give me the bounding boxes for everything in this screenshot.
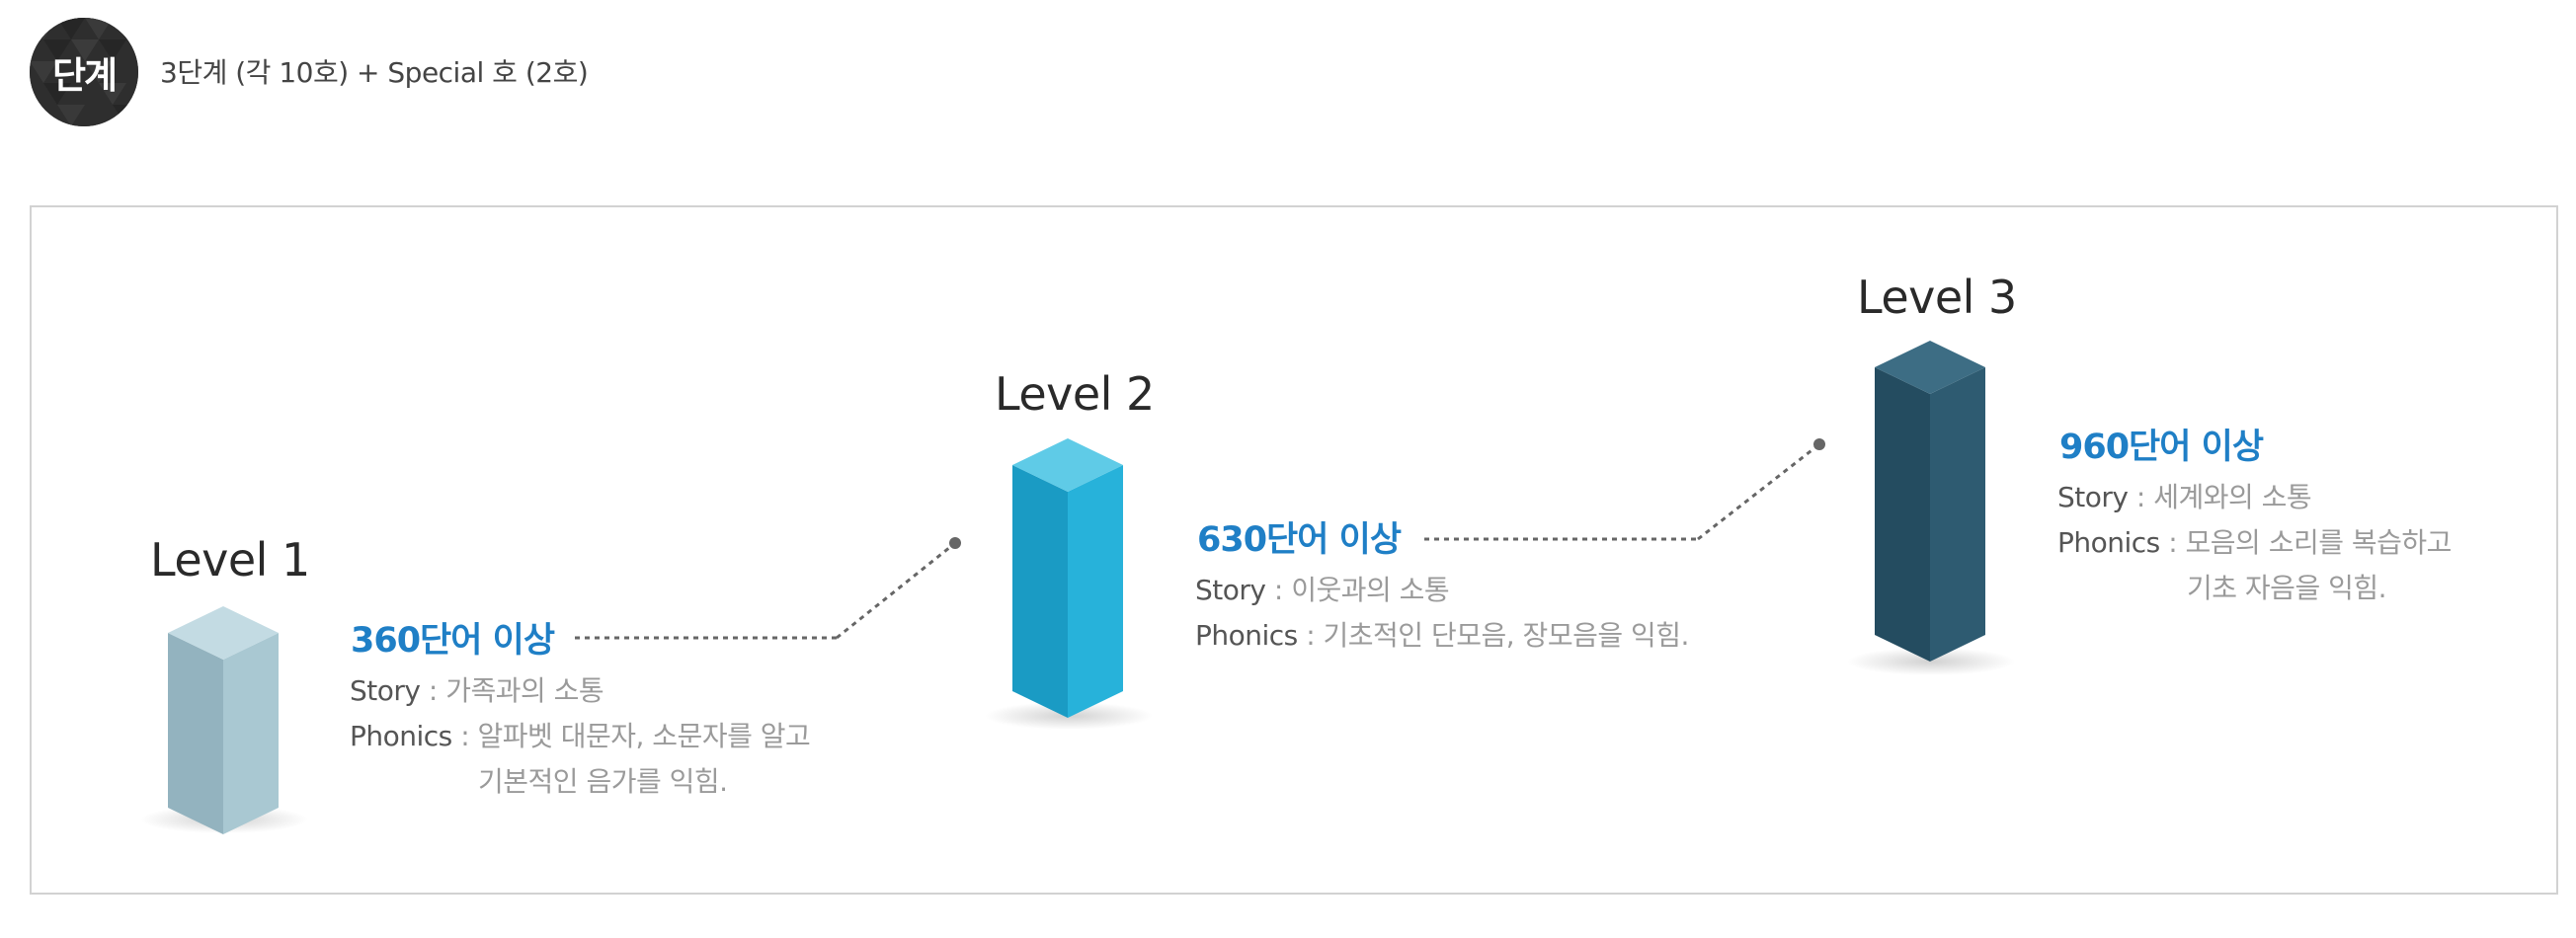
phonics-value: 알파벳 대문자, 소문자를 알고 xyxy=(477,720,811,752)
level-2-story: Story : 이웃과의 소통 xyxy=(1195,569,1450,608)
diagram-graphics xyxy=(140,341,2015,834)
level-1-words: 360단어 이상 xyxy=(351,621,555,661)
level-2-phonics: Phonics : 기초적인 단모음, 장모음을 익힘. xyxy=(1195,614,1689,654)
story-value: 세계와의 소통 xyxy=(2153,481,2312,513)
level-3-phonics-cont: 기초 자음을 익힘. xyxy=(2187,572,2387,604)
badge-pattern xyxy=(30,18,138,126)
level-3-block xyxy=(1847,341,2015,675)
phonics-label: Phonics xyxy=(1195,619,1298,652)
story-label: Story xyxy=(2057,481,2129,513)
level-3-phonics: Phonics : 모음의 소리를 복습하고 xyxy=(2057,521,2452,561)
connector-2-3 xyxy=(1424,438,1825,541)
phonics-label: Phonics xyxy=(350,720,452,752)
level-1-title: Level 1 xyxy=(150,533,310,586)
separator: : xyxy=(460,720,470,752)
level-3-words: 960단어 이상 xyxy=(2059,428,2264,467)
separator: : xyxy=(1306,619,1316,652)
phonics-label: Phonics xyxy=(2057,526,2160,559)
story-label: Story xyxy=(350,674,421,707)
separator: : xyxy=(2168,526,2178,559)
step-badge: 단계 xyxy=(30,18,138,126)
separator: : xyxy=(2135,481,2145,513)
phonics-value: 모음의 소리를 복습하고 xyxy=(2185,526,2453,559)
separator: : xyxy=(428,674,438,707)
level-1-phonics: Phonics : 알파벳 대문자, 소문자를 알고 xyxy=(350,715,811,754)
level-1-story: Story : 가족과의 소통 xyxy=(350,669,604,709)
connector-1-2 xyxy=(575,537,961,640)
story-label: Story xyxy=(1195,574,1266,606)
level-diagram: Level 1 360단어 이상 Story : 가족과의 소통 Phonics… xyxy=(30,205,2558,895)
story-value: 가족과의 소통 xyxy=(445,674,604,707)
separator: : xyxy=(1273,574,1283,606)
phonics-value: 기초적인 단모음, 장모음을 익힘. xyxy=(1323,619,1690,652)
level-1-block xyxy=(140,606,308,834)
level-3-title: Level 3 xyxy=(1857,271,2017,324)
level-3-story: Story : 세계와의 소통 xyxy=(2057,476,2312,515)
badge-label: 단계 xyxy=(51,54,118,97)
step-description: 3단계 (각 10호) + Special 호 (2호) xyxy=(160,56,589,89)
story-value: 이웃과의 소통 xyxy=(1291,574,1450,606)
level-2-words: 630단어 이상 xyxy=(1197,520,1402,560)
level-2-title: Level 2 xyxy=(995,367,1155,421)
level-1-phonics-cont: 기본적인 음가를 익힘. xyxy=(478,765,728,798)
level-2-block xyxy=(985,438,1153,730)
